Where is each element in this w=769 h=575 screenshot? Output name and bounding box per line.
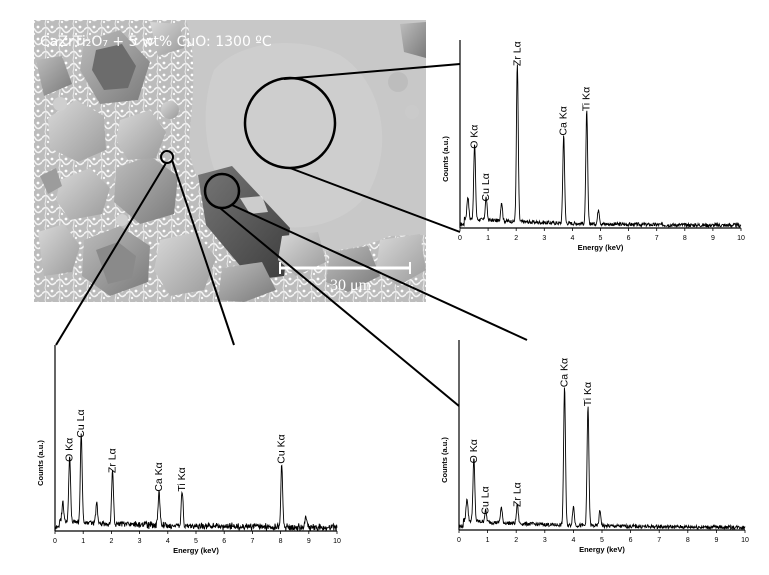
x-tick-label: 10	[741, 537, 749, 544]
peak-label: Cu Lα	[480, 173, 492, 201]
x-tick-label: 3	[542, 235, 546, 242]
x-tick-label: 6	[627, 235, 631, 242]
peak-label: Zr Lα	[511, 41, 523, 66]
x-tick-label: 0	[53, 538, 57, 545]
peak-label: Ti Kα	[582, 382, 594, 406]
x-tick-label: 2	[514, 537, 518, 544]
x-tick-label: 10	[333, 538, 341, 545]
x-tick-label: 10	[737, 235, 745, 242]
scale-bar-label: 30 μm	[330, 277, 372, 294]
callout-lines	[55, 63, 528, 407]
x-tick-label: 4	[166, 538, 170, 545]
x-tick-label: 5	[600, 537, 604, 544]
x-tick-label: 3	[138, 538, 142, 545]
x-tick-label: 4	[570, 235, 574, 242]
x-tick-label: 7	[657, 537, 661, 544]
x-axis-title: Energy (keV)	[578, 243, 624, 252]
spectrum-trace	[458, 387, 746, 531]
x-tick-label: 6	[629, 537, 633, 544]
x-tick-label: 7	[250, 538, 254, 545]
x-tick-label: 9	[307, 538, 311, 545]
x-tick-label: 1	[486, 235, 490, 242]
peak-label: Cu Kα	[276, 434, 288, 463]
peak-label: Ti Kα	[581, 87, 593, 111]
peak-label: Ca Kα	[558, 106, 570, 135]
peak-label: Cu Lα	[75, 409, 87, 437]
peak-label: Cu Lα	[480, 486, 492, 514]
y-axis-title: Counts (a.u.)	[440, 437, 449, 483]
x-tick-label: 2	[514, 235, 518, 242]
x-tick-label: 1	[486, 537, 490, 544]
x-tick-label: 5	[599, 235, 603, 242]
peak-label: Ca Kα	[153, 462, 165, 491]
x-tick-label: 3	[543, 537, 547, 544]
x-tick-label: 0	[458, 235, 462, 242]
x-tick-label: 8	[686, 537, 690, 544]
x-tick-label: 9	[711, 235, 715, 242]
x-tick-label: 1	[81, 538, 85, 545]
scale-bar: 30 μm	[279, 262, 411, 294]
sem-micrograph: CaZrTi₂O₇ + 5 wt% CuO: 1300 ºC 30 μm	[34, 20, 426, 302]
x-tick-label: 5	[194, 538, 198, 545]
peak-label: O Kα	[64, 438, 76, 462]
peak-label: Ti Kα	[176, 467, 188, 491]
peak-label: Zr Lα	[511, 482, 523, 507]
y-axis-title: Counts (a.u.)	[441, 136, 450, 182]
x-tick-label: 9	[714, 537, 718, 544]
analysis-circle-medium	[203, 172, 241, 210]
x-axis-title: Energy (keV)	[579, 545, 625, 554]
x-tick-label: 0	[457, 537, 461, 544]
x-tick-label: 8	[279, 538, 283, 545]
peak-label: O Kα	[468, 439, 480, 463]
x-tick-label: 7	[655, 235, 659, 242]
y-axis-title: Counts (a.u.)	[36, 440, 45, 486]
peak-label: Zr Lα	[107, 448, 119, 473]
x-tick-label: 4	[571, 537, 575, 544]
peak-label: O Kα	[469, 125, 481, 149]
peak-label: Ca Kα	[559, 358, 571, 387]
x-tick-label: 2	[109, 538, 113, 545]
analysis-circle-small	[160, 150, 174, 164]
spectrum-trace	[459, 64, 742, 229]
sem-title: CaZrTi₂O₇ + 5 wt% CuO: 1300 ºC	[40, 34, 272, 50]
x-tick-label: 8	[683, 235, 687, 242]
x-tick-label: 6	[222, 538, 226, 545]
spectrum-trace	[54, 433, 338, 532]
x-axis-title: Energy (keV)	[173, 546, 219, 555]
